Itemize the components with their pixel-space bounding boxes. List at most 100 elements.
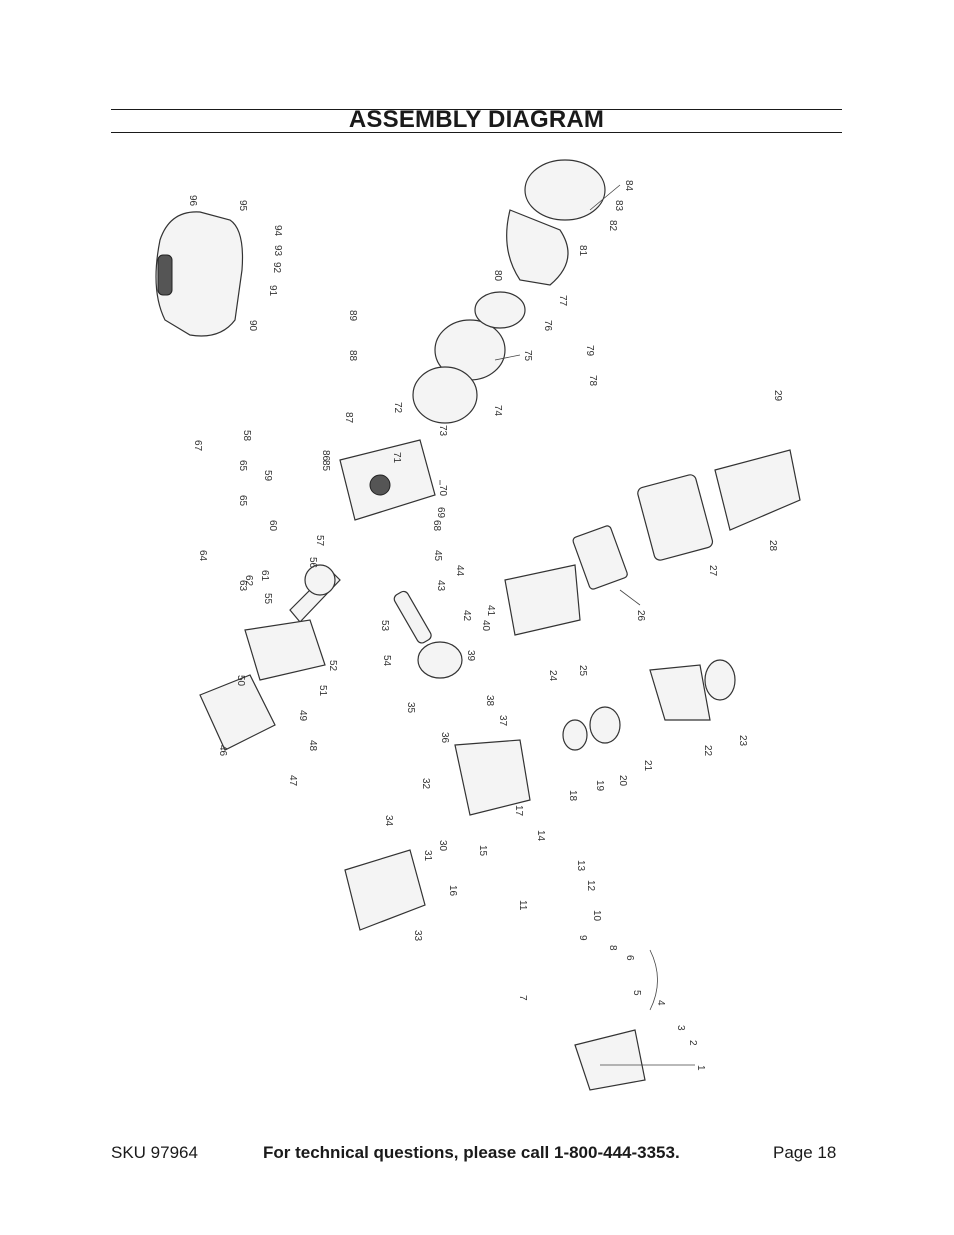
part-number: 96: [187, 195, 198, 207]
part-number: 21: [642, 760, 653, 772]
part-number: 44: [454, 565, 465, 577]
part-number: 79: [584, 345, 595, 357]
part-number: 87: [343, 412, 354, 424]
part-number: 93: [272, 245, 283, 257]
part-number: 69: [435, 507, 446, 519]
part-number: 22: [702, 745, 713, 757]
part-number: 77: [557, 295, 568, 307]
part-number: 92: [271, 262, 282, 274]
part-number: 12: [585, 880, 596, 892]
part-number: 84: [623, 180, 634, 192]
part-number: 25: [577, 665, 588, 677]
muffler: [344, 849, 426, 931]
part-number: 20: [617, 775, 628, 787]
part-number: 40: [480, 620, 491, 632]
part-number: 90: [247, 320, 258, 332]
header-rule-bottom: [111, 132, 842, 133]
part-number: 52: [327, 660, 338, 672]
part-number: 47: [287, 775, 298, 787]
part-number: 36: [439, 732, 450, 744]
part-number: 71: [391, 452, 402, 464]
part-number: 14: [535, 830, 546, 842]
part-number: 45: [432, 550, 443, 562]
part-number: 2: [687, 1040, 698, 1046]
part-number: 3: [675, 1025, 686, 1031]
part-number: 5: [631, 990, 642, 996]
part-number: 95: [237, 200, 248, 212]
part-number: 83: [613, 200, 624, 212]
part-number: 59: [262, 470, 273, 482]
footer-sku: SKU 97964: [111, 1143, 198, 1162]
part-number: 42: [461, 610, 472, 622]
carburetor: [562, 659, 736, 751]
part-number: 76: [542, 320, 553, 332]
part-number: 30: [437, 840, 448, 852]
part-number: 68: [431, 520, 442, 532]
part-number: 54: [381, 655, 392, 667]
part-number: 56: [307, 557, 318, 569]
part-number: 8: [607, 945, 618, 951]
part-number: 31: [422, 850, 433, 862]
part-number: 46: [217, 745, 228, 757]
part-number: 81: [577, 245, 588, 257]
part-number: 64: [197, 550, 208, 562]
part-number: 35: [405, 702, 416, 714]
flywheel: [412, 291, 526, 424]
header-rule-top: [111, 109, 842, 110]
crankcase: [339, 439, 436, 521]
part-number: 11: [517, 900, 528, 911]
part-number: 6: [624, 955, 635, 961]
air-filter: [504, 449, 801, 636]
part-number: 7: [517, 995, 528, 1001]
part-number: 23: [737, 735, 748, 747]
part-number: 82: [607, 220, 618, 232]
part-number: 60: [267, 520, 278, 532]
part-number: 89: [347, 310, 358, 322]
part-number: 65: [237, 460, 248, 472]
part-number: 51: [317, 685, 328, 697]
part-number: 9: [577, 935, 588, 941]
part-number: 74: [492, 405, 503, 417]
part-number: 15: [477, 845, 488, 857]
valve-cover: [574, 949, 658, 1091]
cylinder-head: [454, 739, 531, 816]
part-number: 48: [307, 740, 318, 752]
fuel-tank: [155, 211, 244, 337]
part-number: 34: [383, 815, 394, 827]
part-number: 72: [392, 402, 403, 414]
part-number: 16: [447, 885, 458, 897]
part-number: 27: [707, 565, 718, 577]
part-number: 80: [492, 270, 503, 282]
part-number: 19: [594, 780, 605, 792]
part-number: 73: [437, 425, 448, 437]
part-number: 29: [772, 390, 783, 402]
recoil-starter: [506, 159, 606, 286]
part-number: 55: [262, 593, 273, 605]
side-cover: [199, 619, 326, 751]
part-number: 24: [547, 670, 558, 682]
part-number: 10: [591, 910, 602, 922]
part-number: 4: [655, 1000, 666, 1006]
piston: [393, 590, 463, 679]
page-title: ASSEMBLY DIAGRAM: [348, 106, 605, 133]
part-number: 18: [567, 790, 578, 802]
part-number: 75: [522, 350, 533, 362]
crankshaft: [289, 564, 341, 623]
part-number: 91: [267, 285, 278, 297]
part-number: 86: [320, 450, 331, 462]
part-number: 88: [347, 350, 358, 362]
part-number: 63: [237, 580, 248, 592]
part-number: 1: [695, 1065, 706, 1071]
part-number: 70: [437, 485, 448, 497]
part-number: 53: [379, 620, 390, 632]
part-number: 13: [575, 860, 586, 872]
part-number: 33: [412, 930, 423, 942]
part-number: 37: [497, 715, 508, 727]
footer-tech-support: For technical questions, please call 1-8…: [263, 1143, 680, 1162]
part-number: 58: [241, 430, 252, 442]
part-number: 41: [485, 605, 496, 617]
part-number: 94: [272, 225, 283, 237]
part-number: 50: [235, 675, 246, 687]
